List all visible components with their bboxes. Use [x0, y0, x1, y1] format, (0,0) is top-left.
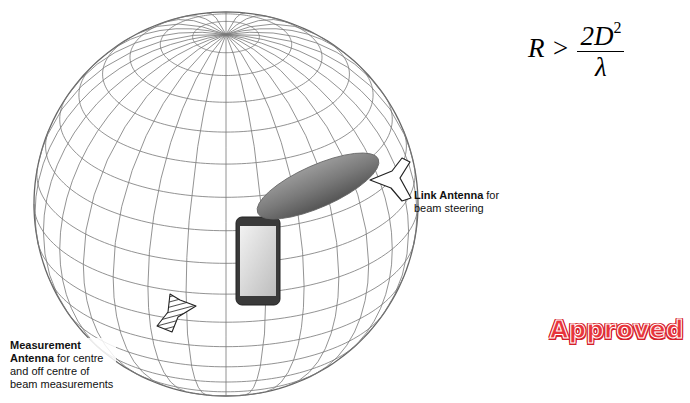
formula-lhs: R > [528, 33, 569, 64]
device-under-test [236, 217, 280, 305]
formula-term: λ [595, 52, 607, 82]
formula-exponent: 2 [613, 19, 621, 36]
link-antenna [370, 158, 411, 201]
measurement-antenna [157, 294, 196, 332]
formula-fraction: 2D2 λ [577, 14, 624, 82]
antenna-name: Link Antenna [414, 189, 483, 201]
far-field-formula: R > 2D2 λ [528, 14, 624, 82]
formula-numerator: 2D2 [577, 14, 624, 52]
beam-lobe [249, 140, 387, 232]
formula-term: 2D [580, 21, 613, 51]
formula-denominator: λ [595, 52, 607, 82]
formula-term: R > [528, 33, 569, 63]
approved-stamp: Approved [550, 316, 684, 344]
link-antenna-label: Link Antennafor beam steering [414, 189, 506, 215]
measurement-antenna-label: Measurement Antennafor centre and off ce… [8, 338, 116, 392]
stamp-text: Approved [550, 316, 684, 344]
